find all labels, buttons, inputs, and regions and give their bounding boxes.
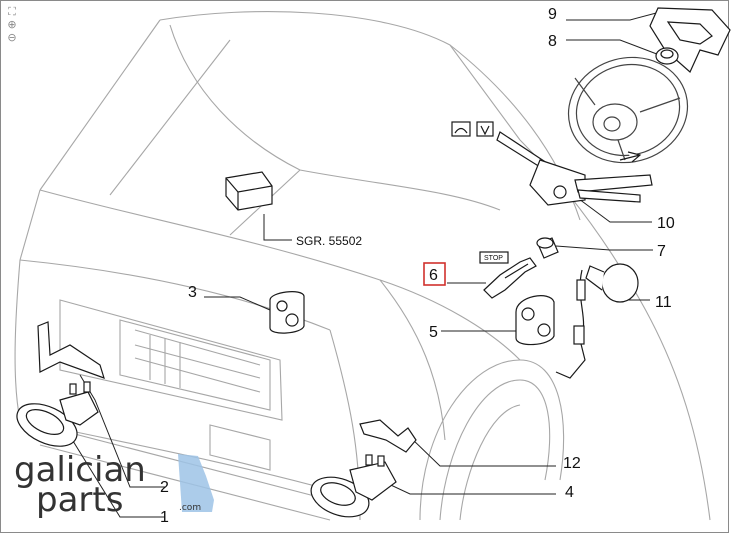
part-12-bracket [359, 419, 417, 453]
callout-9[interactable]: 9 [548, 6, 557, 23]
part-5-grommet [515, 295, 555, 346]
callout-12[interactable]: 12 [563, 455, 581, 472]
callout-10[interactable]: 10 [657, 215, 675, 232]
stop-label: STOP [484, 255, 503, 262]
callout-7[interactable]: 7 [657, 243, 666, 260]
part-6-stop-switch [479, 251, 537, 299]
watermark-map-shape [178, 454, 214, 512]
car-outline [14, 11, 711, 521]
callout-6[interactable]: 6 [429, 267, 438, 284]
watermark-suffix: .com [179, 503, 201, 513]
callout-11[interactable]: 11 [655, 294, 672, 311]
callout-2[interactable]: 2 [160, 479, 169, 496]
part-8-horn-button [655, 47, 679, 65]
callout-3[interactable]: 3 [188, 284, 197, 301]
zoom-out-icon[interactable]: ⊖ [7, 31, 17, 44]
zoom-in-icon[interactable]: ⊕ [7, 18, 17, 31]
part-11-flasher [555, 263, 639, 379]
part-4-horn [310, 454, 397, 518]
highlight-box [423, 262, 446, 286]
parts [16, 7, 731, 518]
fullscreen-icon[interactable]: ⛶ [8, 5, 16, 18]
wiper-icons [451, 121, 494, 137]
watermark-line1: galician [14, 450, 146, 490]
callout-labels: 9 8 10 7 6 11 3 5 12 4 2 1 SGR. 55502 ST… [160, 6, 675, 526]
callout-4[interactable]: 4 [565, 484, 574, 501]
part-10-combination-switch [496, 131, 653, 206]
callout-1[interactable]: 1 [160, 509, 169, 526]
watermark-line2: parts [36, 480, 123, 520]
part-2-bracket [37, 321, 105, 379]
callout-8[interactable]: 8 [548, 33, 557, 50]
leader-lines [39, 11, 663, 518]
steering-wheel [567, 56, 689, 164]
part-3-grommet [269, 291, 305, 334]
watermark: galician parts .com [14, 450, 214, 520]
part-7-socket [536, 237, 559, 259]
reference-code: SGR. 55502 [296, 234, 362, 248]
part-1-horn [16, 381, 99, 447]
part-9-horn-pad [649, 7, 731, 73]
callout-5[interactable]: 5 [429, 324, 438, 341]
zoom-controls: ⛶ ⊕ ⊖ [6, 6, 22, 44]
relay-sgr [225, 171, 273, 211]
